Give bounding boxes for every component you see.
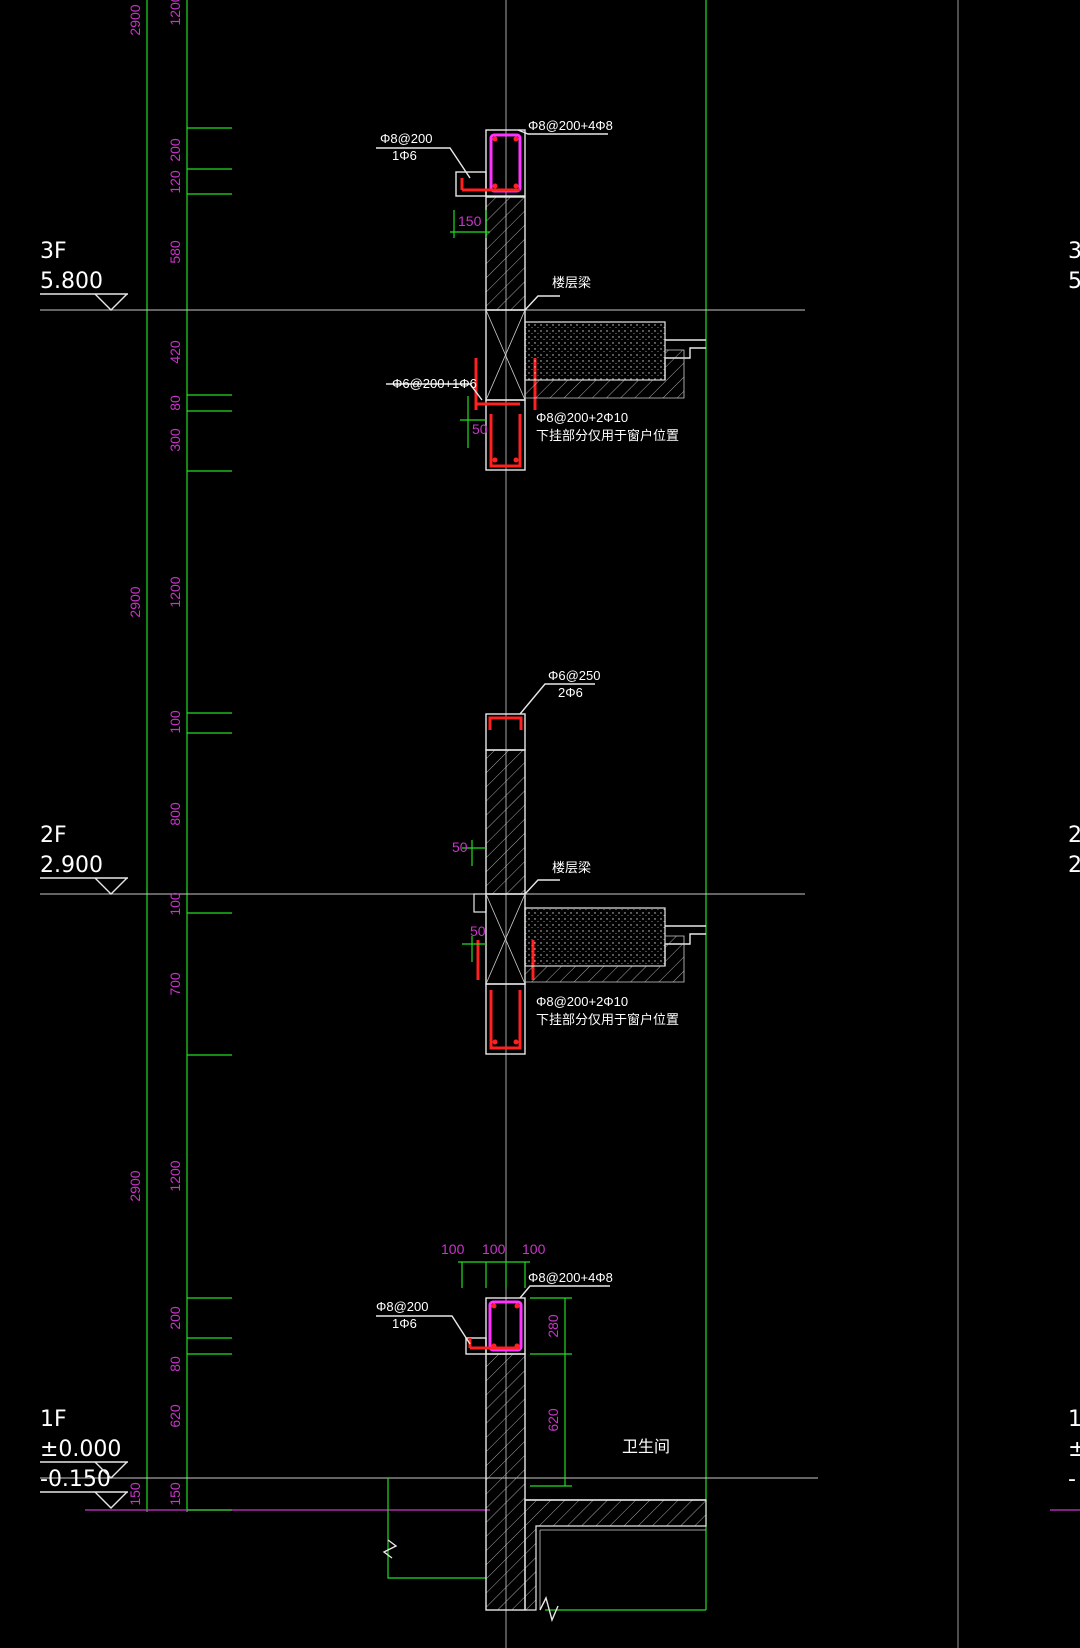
beam-label: 楼层梁 [552,860,591,875]
dim-text: 100 [441,1241,465,1257]
top-section: Φ8@200+4Φ8 Φ8@200 1Φ6 150 [376,118,613,311]
rebar-label: 2Φ6 [558,685,583,700]
wall-section-2f: Φ6@250 2Φ6 50 [452,668,601,895]
grid-lines [40,0,1080,1648]
level-marker-3f: 3F 5.800 [40,239,128,311]
rebar-label: 1Φ6 [392,1316,417,1331]
level-name: 3F [40,239,67,264]
level-name: 2F [40,823,67,848]
level-marker-1f: 1F ±0.000 -0.150 [40,1407,128,1509]
dim-text: 1200 [167,0,183,26]
rebar-label: 1Φ6 [392,148,417,163]
rebar-label: Φ6@200+1Φ6 [392,376,477,391]
level-elevation: 2.900 [40,853,103,878]
dim-text: 50 [472,421,488,437]
dim-text: 200 [167,138,183,162]
dim-text: 1200 [167,576,183,607]
outer-dimensions: 2900 2900 2900 150 [127,4,143,1505]
level-elevation-right: ± [1068,1437,1080,1462]
dim-text: 800 [167,802,183,826]
note-text: 下挂部分仅用于窗户位置 [536,1012,679,1027]
dim-text: 80 [167,1356,183,1372]
dim-text: 150 [127,1482,143,1506]
dimension-ticks [187,127,232,1511]
dim-text: 50 [452,839,468,855]
note-text: 下挂部分仅用于窗户位置 [536,428,679,443]
dim-text: 1200 [167,1160,183,1191]
room-label: 卫生间 [622,1438,670,1456]
rebar-label: Φ8@200+4Φ8 [528,118,613,133]
level-name-right: 3F [1068,239,1080,264]
floor-section-2f: 楼层梁 Φ8@200+2Φ10 下挂部分仅用于窗户位置 50 [462,860,706,1055]
level-elevation-right: 2. [1068,853,1080,878]
inner-dimensions: 1200 200 120 580 420 80 300 1200 100 800… [167,0,183,1506]
level-marker-2f: 2F 2.900 [40,823,128,895]
dim-text: 150 [458,213,482,229]
dim-text: 280 [545,1314,561,1338]
dim-text: 100 [167,710,183,734]
dim-text: 200 [167,1306,183,1330]
ground-slab [382,1499,707,1623]
dim-text: 50 [470,923,486,939]
wall-section-1f: 100 100 100 Φ8@200+4Φ8 Φ8@200 1Φ6 280 62… [376,1241,670,1611]
floor-section-3f: 楼层梁 Φ6@200+1Φ6 Φ8@200+2Φ10 下挂部分仅用于窗户位置 5… [386,275,706,471]
dim-text: 100 [522,1241,546,1257]
rebar-label: Φ8@200 [380,131,433,146]
level-name: 1F [40,1407,67,1432]
dim-text: 420 [167,340,183,364]
dim-text: 620 [545,1408,561,1432]
level-name-right: 2F [1068,823,1080,848]
rebar-label: Φ8@200 [376,1299,429,1314]
beam-label: 楼层梁 [552,275,591,290]
dim-text: 580 [167,240,183,264]
level-elevation-2: -0.150 [40,1467,111,1492]
dim-text: 2900 [127,1170,143,1201]
dim-text: 100 [167,892,183,916]
level-elevation: ±0.000 [40,1437,121,1462]
dim-text: 620 [167,1404,183,1428]
rebar-label: Φ8@200+2Φ10 [536,410,628,425]
dim-text: 100 [482,1241,506,1257]
level-elevation-right: 5. [1068,269,1080,294]
level-elevation-right: - [1068,1467,1076,1492]
dim-text: 80 [167,395,183,411]
dim-text: 2900 [127,586,143,617]
level-labels-right-edge: 3F 5. 2F 2. 1F ± - [1068,239,1080,1492]
dim-text: 300 [167,428,183,452]
rebar-label: Φ8@200+4Φ8 [528,1270,613,1285]
dim-text: 2900 [127,4,143,35]
level-elevation: 5.800 [40,269,103,294]
level-name-right: 1F [1068,1407,1080,1432]
dim-text: 700 [167,972,183,996]
dim-text: 120 [167,170,183,194]
dim-text: 150 [167,1482,183,1506]
rebar-label: Φ8@200+2Φ10 [536,994,628,1009]
rebar-label: Φ6@250 [548,668,601,683]
